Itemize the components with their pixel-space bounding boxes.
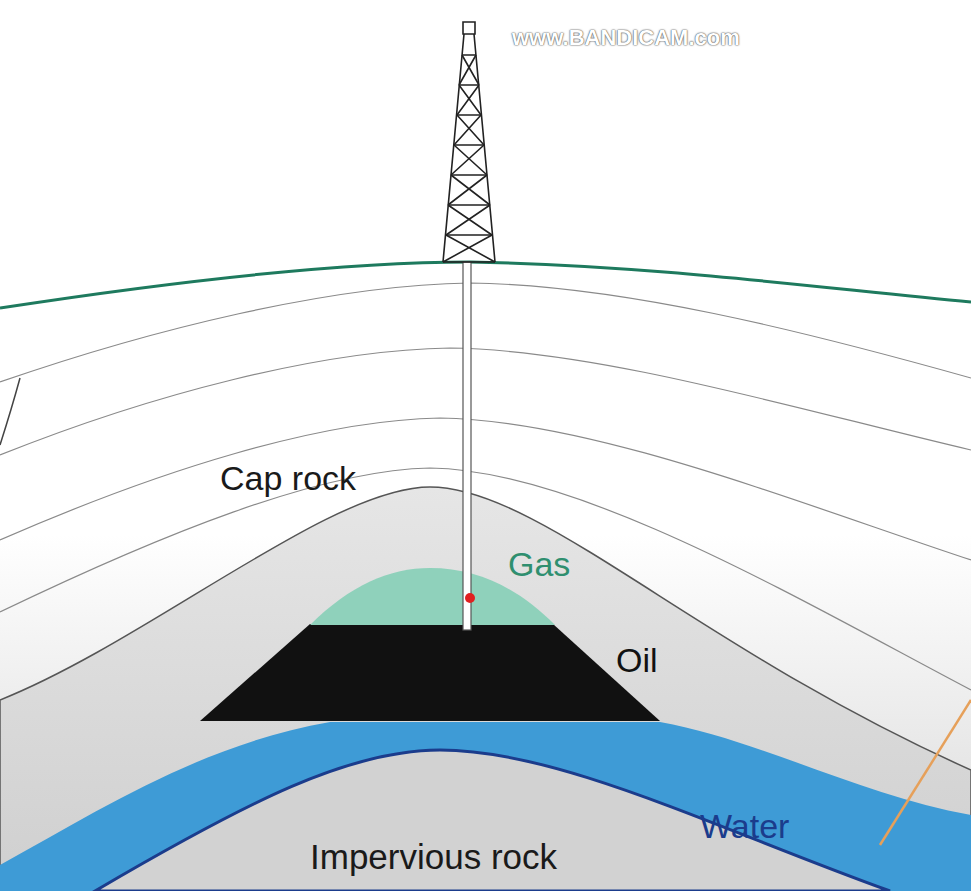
frame-edge xyxy=(0,378,20,445)
ground-surface xyxy=(0,262,971,308)
oil-layer xyxy=(200,624,660,721)
well-pipe xyxy=(463,262,475,630)
layer-label: Impervious rock xyxy=(310,838,557,877)
water-layer xyxy=(0,722,971,891)
cap-rock-layer xyxy=(0,487,971,891)
drilling-derrick xyxy=(443,22,495,262)
layer-label: Water xyxy=(700,808,789,845)
layer-label: Oil xyxy=(616,642,658,679)
impervious-rock xyxy=(95,750,890,891)
watermark: www.BANDICAM.com xyxy=(512,26,740,50)
pointer-line xyxy=(880,700,971,845)
layer-label: Gas xyxy=(508,546,570,583)
layer-label: Cap rock xyxy=(220,460,356,497)
